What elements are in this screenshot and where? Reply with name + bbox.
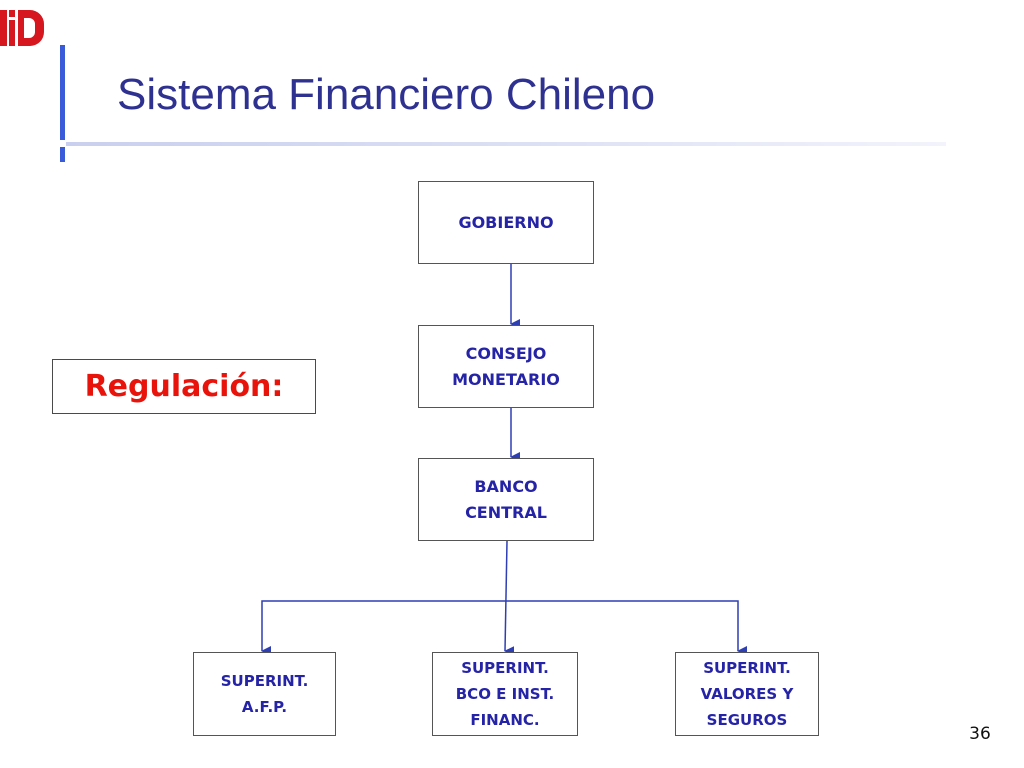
node-superint-afp: SUPERINT. A.F.P.	[193, 652, 336, 736]
connector-branch-afp	[261, 600, 506, 656]
node-superint-valores: SUPERINT. VALORES Y SEGUROS	[675, 652, 819, 736]
page-title: Sistema Financiero Chileno	[117, 70, 656, 119]
node-consejo-monetario: CONSEJO MONETARIO	[418, 325, 594, 408]
regulation-label: Regulación:	[52, 359, 316, 414]
title-accent-bar-small	[60, 147, 65, 162]
connector-branch-valores	[506, 600, 747, 656]
connector-banco-bco	[504, 540, 515, 657]
node-gobierno: GOBIERNO	[418, 181, 594, 264]
logo-icon	[0, 10, 44, 46]
node-superint-bancos: SUPERINT. BCO E INST. FINANC.	[432, 652, 578, 736]
page-number: 36	[969, 724, 991, 744]
node-banco-central: BANCO CENTRAL	[418, 458, 594, 541]
title-underline	[66, 142, 946, 146]
title-accent-bar	[60, 45, 65, 140]
